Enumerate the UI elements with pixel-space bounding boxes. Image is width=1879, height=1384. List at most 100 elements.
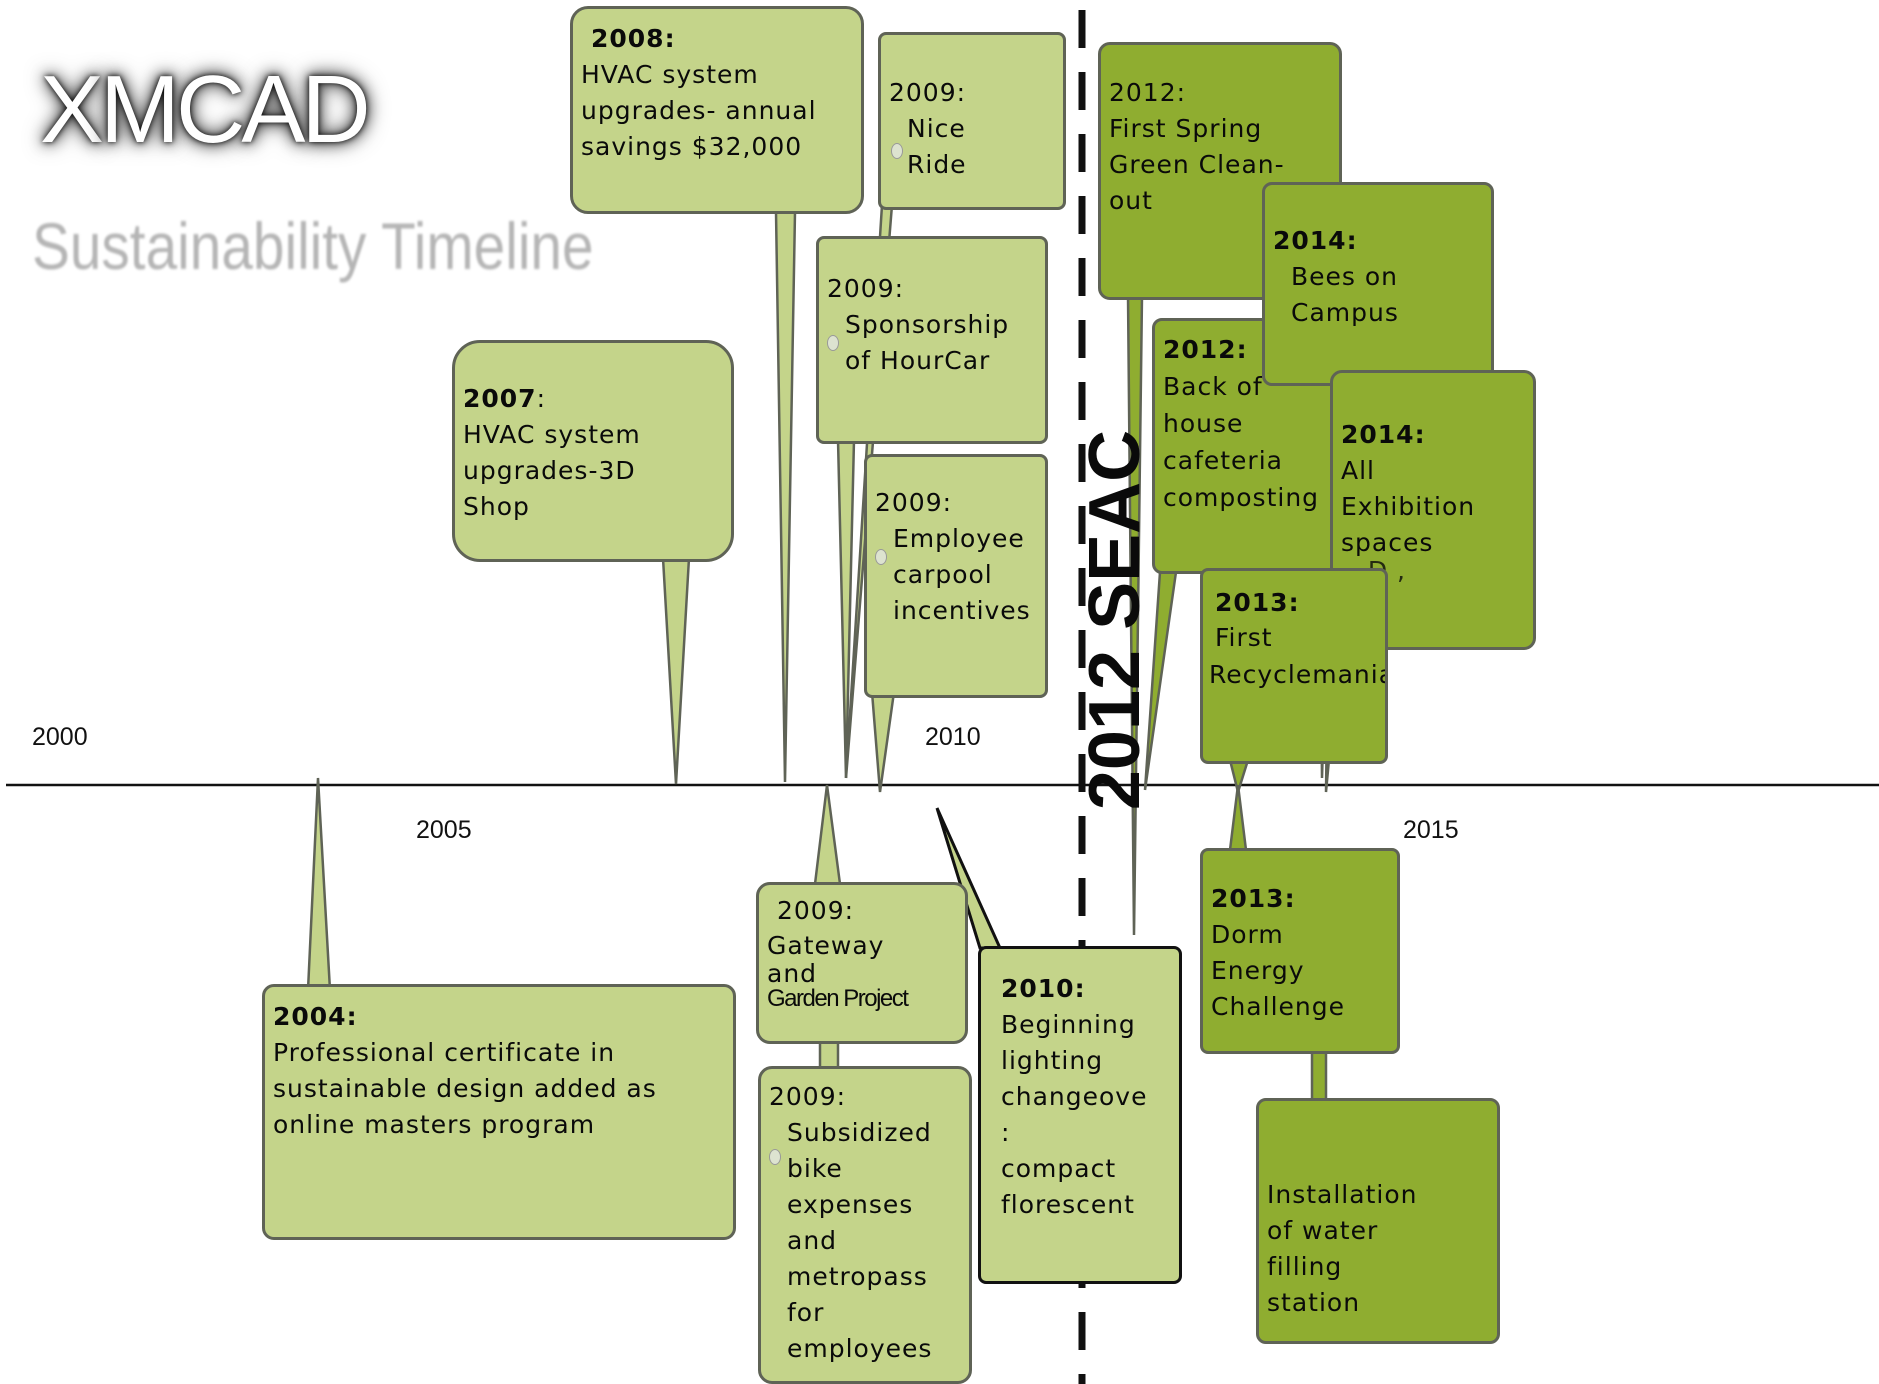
callout-2013-recyclemania-line: Recyclemania bbox=[1209, 660, 1388, 689]
callout-2009-bike-line: employees bbox=[787, 1334, 933, 1363]
callout-2009-nice-ride-line: Ride bbox=[907, 150, 967, 179]
pointer-2009-gateway bbox=[813, 784, 842, 886]
callout-2009-gateway-line: and bbox=[767, 959, 818, 988]
callout-water-station-line: of water bbox=[1267, 1216, 1379, 1245]
axis-label-2010: 2010 bbox=[925, 723, 981, 751]
callout-2010-line: compact bbox=[1001, 1154, 1117, 1183]
callout-2007: 2007: HVAC system upgrades-3D Shop bbox=[452, 340, 734, 562]
callout-2012-green-clean: 2012: First Spring Green Clean- out bbox=[1098, 42, 1342, 300]
callout-2014-exhibition-line: Exhibition bbox=[1341, 492, 1476, 521]
callout-2009-carpool-line: carpool bbox=[893, 560, 993, 589]
pointer-2004 bbox=[306, 777, 332, 992]
callout-2009-gateway-line: Gateway bbox=[767, 931, 885, 960]
callout-2010: 2010: Beginning lighting changeove : com… bbox=[978, 946, 1182, 1284]
logo-text: MCAD bbox=[100, 56, 371, 163]
callout-2009-hourcar-line: Sponsorship bbox=[845, 310, 1010, 339]
callout-2013-dorm-line: Challenge bbox=[1211, 992, 1345, 1021]
callout-2012-composting-line: house bbox=[1163, 409, 1244, 438]
callout-2014-bees-line: Campus bbox=[1291, 298, 1399, 327]
callout-2009-hourcar-line: of HourCar bbox=[845, 346, 991, 375]
bullet-icon bbox=[875, 549, 887, 565]
pointer-2013-dorm bbox=[1228, 784, 1248, 852]
callout-2009-bike-line: Subsidized bbox=[787, 1118, 932, 1147]
callout-2010-line: florescent bbox=[1001, 1190, 1135, 1219]
callout-2008-year: 2008: bbox=[591, 24, 676, 53]
callout-2009-bike: 2009: Subsidized bike expenses and metro… bbox=[758, 1066, 972, 1384]
callout-2007-line: HVAC system bbox=[463, 420, 641, 449]
callout-2012-green-clean-line: out bbox=[1109, 186, 1153, 215]
axis-label-2000: 2000 bbox=[32, 723, 88, 751]
callout-2010-line: : bbox=[1001, 1118, 1011, 1147]
callout-2009-carpool: 2009: Employee carpool incentives bbox=[864, 454, 1048, 698]
callout-2004: 2004: Professional certificate in sustai… bbox=[262, 984, 736, 1240]
callout-2008: 2008: HVAC system upgrades- annual savin… bbox=[570, 6, 864, 214]
callout-2009-hourcar-year: 2009: bbox=[827, 274, 905, 303]
callout-2009-carpool-line: incentives bbox=[893, 596, 1031, 625]
callout-2009-carpool-line: Employee bbox=[893, 524, 1025, 553]
page-title: Sustainability Timeline bbox=[32, 209, 594, 283]
bullet-icon bbox=[827, 335, 839, 351]
callout-2012-composting-line: cafeteria bbox=[1163, 446, 1283, 475]
callout-2012-green-clean-line: Green Clean- bbox=[1109, 150, 1285, 179]
callout-2009-gateway-last: Garden Project bbox=[767, 985, 909, 1012]
callout-2014-exhibition-line: spaces bbox=[1341, 528, 1434, 557]
callout-2014-bees-year: 2014: bbox=[1273, 226, 1358, 255]
callout-2010-line: lighting bbox=[1001, 1046, 1104, 1075]
callout-2007-year-row: 2007: bbox=[463, 381, 723, 417]
callout-2014-bees-line: Bees on bbox=[1291, 262, 1399, 291]
callout-2009-bike-line: bike bbox=[787, 1154, 843, 1183]
callout-2013-dorm-year: 2013: bbox=[1211, 884, 1296, 913]
callout-2014-exhibition-year: 2014: bbox=[1341, 420, 1426, 449]
pointer-2009-carpool bbox=[870, 690, 896, 793]
bullet-icon bbox=[891, 143, 903, 159]
callout-2009-bike-year: 2009: bbox=[769, 1082, 847, 1111]
pointer-2009-hourcar bbox=[836, 438, 856, 779]
callout-2013-recyclemania: 2013: First Recyclemania bbox=[1200, 568, 1388, 764]
mcad-logo: XMCAD bbox=[40, 55, 371, 165]
callout-2009-nice-ride: 2009: Nice Ride bbox=[878, 32, 1066, 210]
callout-2009-bike-line: expenses and bbox=[787, 1190, 914, 1255]
logo-x-mark: X bbox=[40, 56, 104, 163]
callout-2008-line: upgrades- annual bbox=[581, 96, 817, 125]
axis-label-2005: 2005 bbox=[416, 816, 472, 844]
callout-2008-line: savings $32,000 bbox=[581, 132, 803, 161]
callout-2012-composting-year: 2012: bbox=[1163, 335, 1248, 364]
callout-2009-gateway-year: 2009: bbox=[777, 896, 855, 925]
callout-water-station: Installation of water filling station bbox=[1256, 1098, 1500, 1344]
pointer-2009-bike bbox=[818, 1038, 840, 1070]
callout-2009-nice-ride-line: Nice bbox=[907, 114, 966, 143]
pointer-2008 bbox=[774, 210, 797, 783]
callout-2004-line: sustainable design added as bbox=[273, 1074, 657, 1103]
callout-2007-year: 2007 bbox=[463, 384, 537, 413]
callout-2012-green-clean-year: 2012: bbox=[1109, 78, 1187, 107]
callout-2007-line: Shop bbox=[463, 492, 530, 521]
callout-2008-line: HVAC system bbox=[581, 60, 759, 89]
callout-2012-green-clean-line: First Spring bbox=[1109, 114, 1263, 143]
callout-water-station-line: station bbox=[1267, 1288, 1361, 1317]
callout-2013-recyclemania-line: First bbox=[1215, 623, 1273, 652]
pointer-water-station bbox=[1310, 1048, 1328, 1104]
callout-2009-hourcar: 2009: Sponsorship of HourCar bbox=[816, 236, 1048, 444]
callout-2009-bike-line: metropass for bbox=[787, 1262, 928, 1327]
callout-2004-line: online masters program bbox=[273, 1110, 596, 1139]
seac-2012-label: 2012 SEAC bbox=[1075, 430, 1155, 810]
pointer-2007 bbox=[661, 556, 691, 785]
callout-2014-bees: 2014: Bees on Campus bbox=[1262, 182, 1494, 386]
callout-water-station-line: filling bbox=[1267, 1252, 1343, 1281]
callout-2010-line: Beginning bbox=[1001, 1010, 1136, 1039]
callout-2007-colon: : bbox=[536, 384, 547, 413]
callout-2004-year: 2004: bbox=[273, 1002, 358, 1031]
callout-2009-gateway: 2009: Gateway and Garden Project bbox=[756, 882, 968, 1044]
callout-2009-carpool-year: 2009: bbox=[875, 488, 953, 517]
callout-2013-recyclemania-year: 2013: bbox=[1215, 588, 1300, 617]
callout-2004-line: Professional certificate in bbox=[273, 1038, 616, 1067]
callout-2012-composting-line: composting bbox=[1163, 483, 1320, 512]
callout-2014-exhibition-line: All bbox=[1341, 456, 1375, 485]
axis-label-2015: 2015 bbox=[1403, 816, 1459, 844]
callout-2010-year: 2010: bbox=[1001, 974, 1086, 1003]
seac-label-text: 2012 SEAC bbox=[1075, 429, 1155, 811]
callout-2013-dorm-line: Energy bbox=[1211, 956, 1305, 985]
callout-2007-line: upgrades-3D bbox=[463, 456, 636, 485]
callout-2009-nice-ride-year: 2009: bbox=[889, 78, 967, 107]
callout-water-station-line: Installation bbox=[1267, 1180, 1418, 1209]
